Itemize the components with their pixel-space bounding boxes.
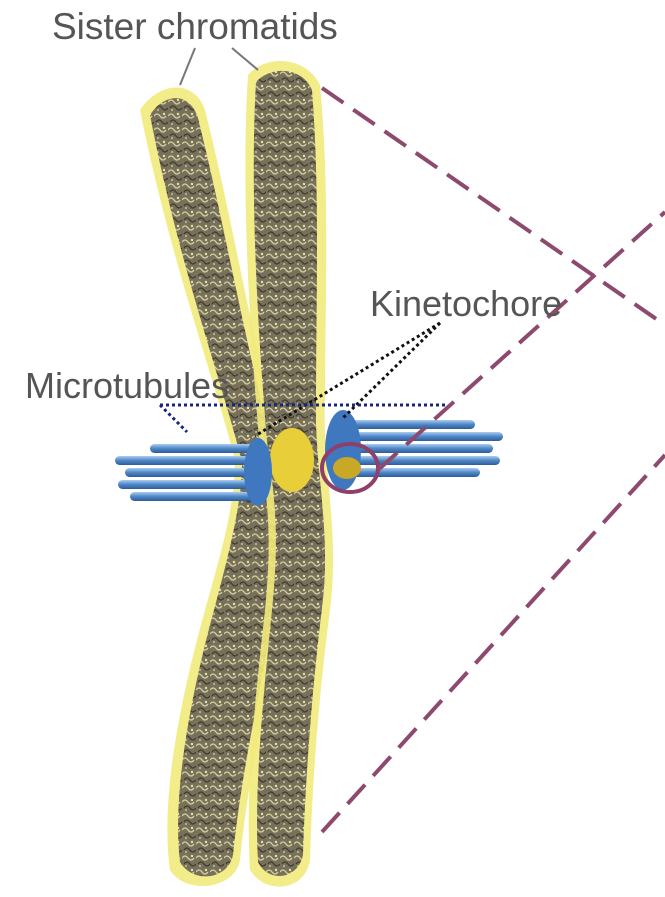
left-microtubule-bundle: [115, 438, 272, 506]
kinetochore-region: [333, 457, 361, 479]
centromere: [270, 428, 314, 492]
sister-chromatids-label: Sister chromatids: [52, 8, 338, 45]
microtubules-label: Microtubules: [25, 368, 229, 404]
sister-chromatids-pointer: [180, 48, 258, 85]
kinetochore-label: Kinetochore: [370, 286, 562, 322]
